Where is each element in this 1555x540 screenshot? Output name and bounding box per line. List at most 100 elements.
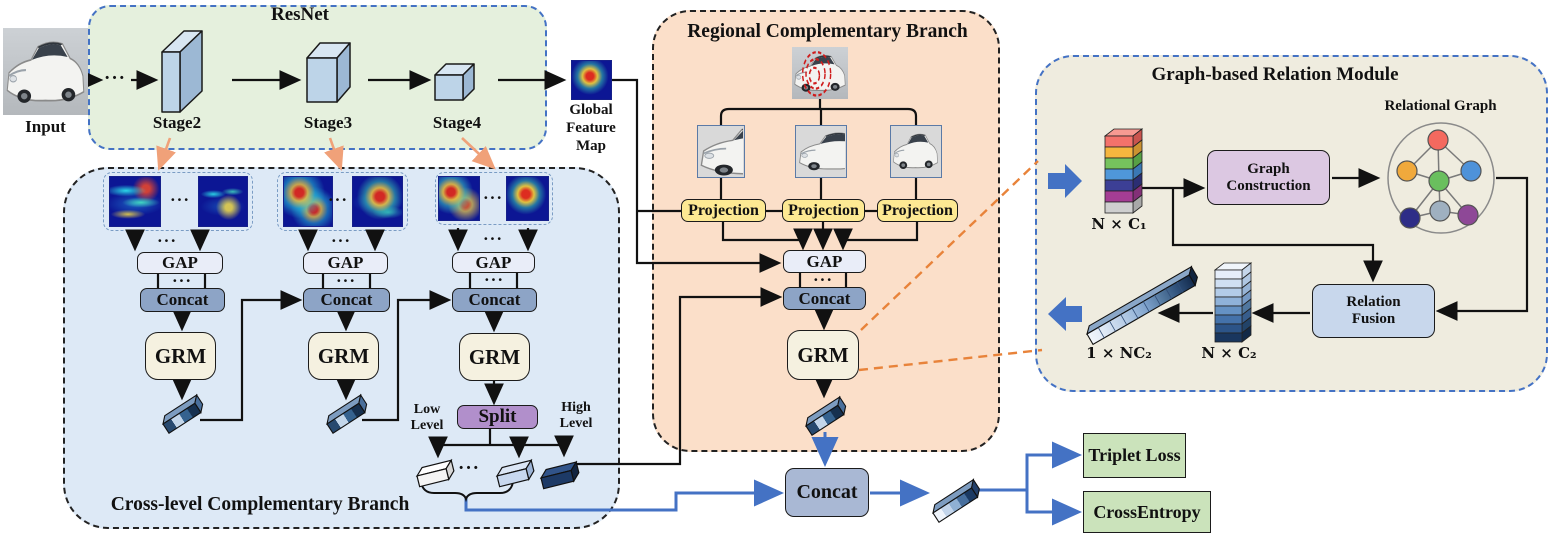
- stage3-featuremap-a: [283, 176, 333, 227]
- dots-lowbars: ···: [457, 458, 480, 479]
- low-level-label-1: Low: [413, 402, 441, 417]
- resnet-title: ResNet: [270, 4, 330, 25]
- low-level-bar-1: [415, 458, 455, 488]
- relation-fusion-box: Relation Fusion: [1312, 284, 1435, 338]
- dots-c2: ···: [335, 271, 356, 290]
- refined-feature-stack: [1213, 262, 1253, 343]
- relational-graph-label: Relational Graph: [1384, 98, 1497, 114]
- input-dots: ···: [103, 68, 126, 89]
- projection-box-3: Projection: [877, 199, 958, 222]
- low-level-bar-2: [495, 458, 535, 488]
- stage4-block: [434, 63, 475, 101]
- one-nc2-label: 1 × NC₂: [1086, 344, 1152, 362]
- regional-grm-output-bar: [805, 395, 847, 436]
- regional-grm-box: GRM: [787, 330, 859, 380]
- regional-wiring: [611, 78, 919, 399]
- module-title: Graph-based Relation Module: [1151, 64, 1399, 85]
- region-crop-medium: [795, 125, 847, 178]
- stage2-featuremap-group: [103, 172, 253, 231]
- relation-fusion-line2: Fusion: [1351, 311, 1396, 327]
- gap-box-1: GAP: [137, 252, 223, 274]
- stage3-featuremap-group: [277, 172, 408, 231]
- dots-c3: ···: [483, 270, 504, 289]
- input-car-drawing: [6, 41, 85, 104]
- attention-car-drawing: [794, 51, 846, 97]
- global-map-label-3: Map: [576, 138, 606, 154]
- high-level-label-1: High: [561, 400, 591, 415]
- graph-construction-box: Graph Construction: [1207, 150, 1330, 205]
- module-wiring: [1141, 168, 1529, 323]
- stage2-featuremap-a: [109, 176, 161, 227]
- dots-g2: ···: [327, 190, 348, 209]
- concat-box-1: Concat: [140, 288, 225, 312]
- regional-concat-box: Concat: [783, 287, 866, 310]
- concat-box-3: Concat: [452, 288, 537, 312]
- crop2-car-drawing: [798, 132, 846, 171]
- crop1-car-drawing: [700, 126, 744, 177]
- grm1-output-bar: [162, 393, 204, 434]
- attention-rings-icon: [801, 51, 832, 97]
- graph-construction-line2: Construction: [1226, 177, 1311, 194]
- global-map-label-2: Feature: [566, 120, 616, 136]
- global-map-label-1: Global: [569, 102, 613, 118]
- relation-fusion-line1: Relation: [1346, 294, 1401, 310]
- stage-tap-arrows: [156, 137, 496, 171]
- high-level-bar: [539, 460, 580, 490]
- crossentropy-loss-box: CrossEntropy: [1083, 491, 1211, 533]
- input-label: Input: [25, 117, 66, 136]
- dots-a3: ···: [482, 229, 503, 248]
- gap-box-3: GAP: [452, 252, 535, 273]
- dots-g3: ···: [482, 188, 503, 207]
- stage3-featuremap-b: [352, 176, 403, 227]
- cross-level-wiring: [125, 228, 783, 466]
- concat-box-2: Concat: [303, 288, 390, 312]
- node-feature-stack: [1103, 128, 1144, 214]
- split-box: Split: [457, 405, 538, 429]
- high-level-label-2: Level: [559, 416, 593, 431]
- grm-box-2: GRM: [308, 332, 379, 380]
- grm2-output-bar: [326, 393, 368, 434]
- flattened-feature-bar: [1086, 265, 1198, 346]
- fusion-output-wiring: [464, 432, 1082, 526]
- n-c1-label: N × C₁: [1091, 215, 1147, 233]
- dots-c1: ···: [171, 271, 192, 290]
- regional-gap-box: GAP: [783, 250, 866, 273]
- dots-a1: ···: [156, 231, 177, 250]
- grm-expansion-links: [858, 160, 1043, 372]
- graph-construction-line1: Graph: [1247, 160, 1290, 177]
- stage4-featuremap-b: [506, 176, 549, 221]
- projection-box-2: Projection: [782, 199, 865, 222]
- dots-regional: ···: [812, 270, 833, 289]
- low-level-brace: [420, 481, 514, 503]
- regional-attention-photo: [792, 47, 848, 99]
- input-vehicle-photo: [3, 28, 88, 115]
- low-level-label-2: Level: [410, 418, 444, 433]
- stage4-label: Stage4: [432, 113, 482, 132]
- stage4-featuremap-group: [435, 172, 553, 225]
- stage4-featuremap-a: [438, 176, 480, 221]
- region-crop-small: [697, 125, 745, 178]
- crop3-car-drawing: [892, 133, 939, 170]
- stage2-label: Stage2: [152, 113, 202, 132]
- stage2-block: [161, 30, 203, 113]
- stage2-featuremap-b: [198, 176, 248, 227]
- final-feature-bar: [932, 478, 980, 523]
- region-crop-large: [890, 125, 942, 178]
- triplet-loss-box: Triplet Loss: [1083, 433, 1186, 478]
- stage3-block: [306, 42, 351, 103]
- relational-graph: [1387, 122, 1495, 234]
- dots-g1: ···: [169, 190, 190, 209]
- module-input-arrow-icon: [1048, 164, 1082, 198]
- gap-box-2: GAP: [303, 252, 388, 274]
- global-feature-map-thumbnail: [571, 60, 612, 100]
- n-c2-label: N × C₂: [1201, 344, 1257, 362]
- cross-level-branch-title: Cross-level Complementary Branch: [110, 494, 410, 515]
- regional-branch-title: Regional Complementary Branch: [687, 21, 968, 42]
- projection-box-1: Projection: [681, 199, 766, 222]
- stage3-label: Stage3: [303, 113, 353, 132]
- grm-box-3: GRM: [459, 333, 530, 381]
- grm-box-1: GRM: [145, 332, 216, 380]
- final-concat-box: Concat: [785, 468, 869, 517]
